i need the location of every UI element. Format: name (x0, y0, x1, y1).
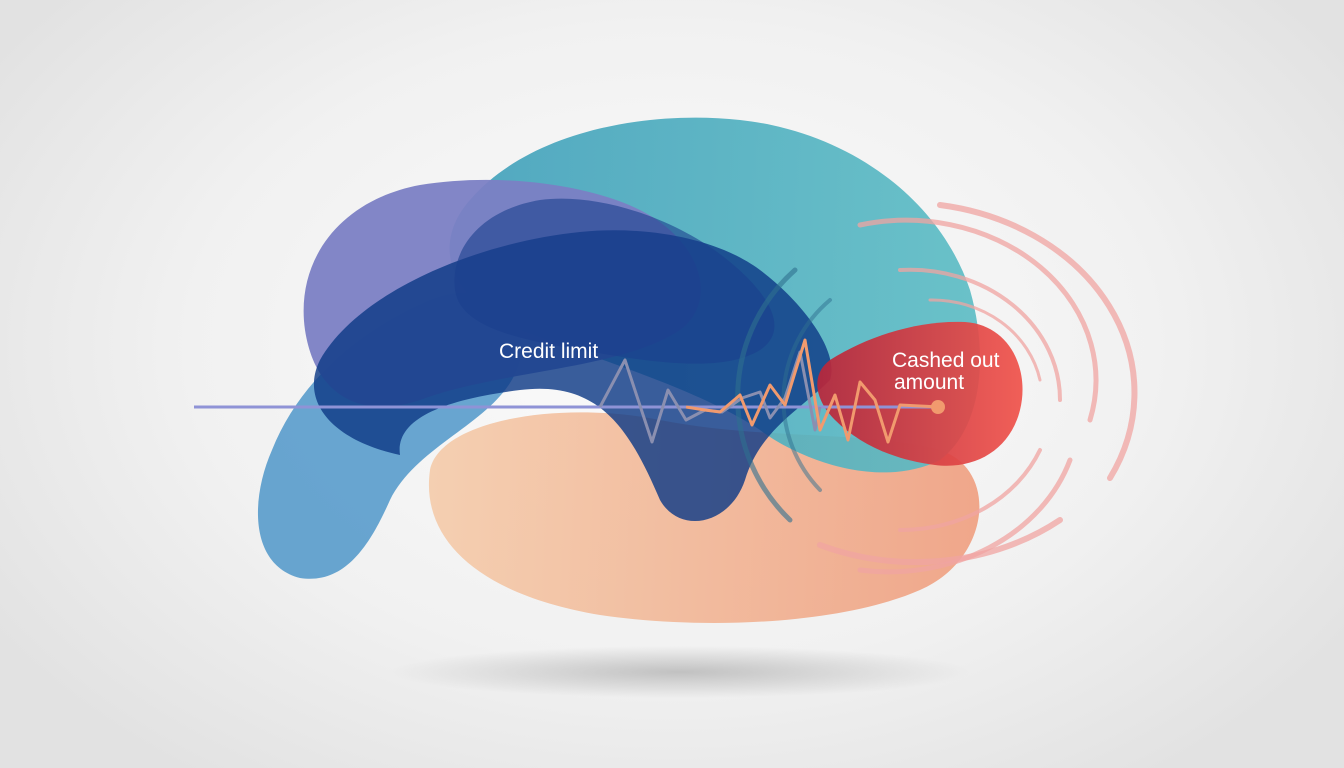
ring-left-arc-2 (781, 298, 832, 492)
ring-outer-lower (817, 517, 1063, 566)
cashed-out-label-line2: amount (894, 371, 964, 394)
ring-left-arc (735, 267, 798, 523)
signal-rings (735, 202, 1138, 575)
wave-orange (685, 338, 941, 444)
ring-mid-lower (857, 457, 1073, 575)
credit-limit-label: Credit limit (499, 340, 598, 363)
navy-overlap-blob (454, 198, 775, 364)
ring-small (928, 298, 1042, 382)
end-dot (931, 400, 945, 414)
cashed-out-label-line1: Cashed out (892, 349, 1000, 372)
ring-mid (857, 217, 1099, 423)
ring-inner-lower (898, 448, 1042, 533)
ring-inner (898, 267, 1063, 402)
ring-outer (937, 202, 1138, 481)
ground-shadow (390, 646, 970, 698)
red-blob (817, 321, 1023, 466)
